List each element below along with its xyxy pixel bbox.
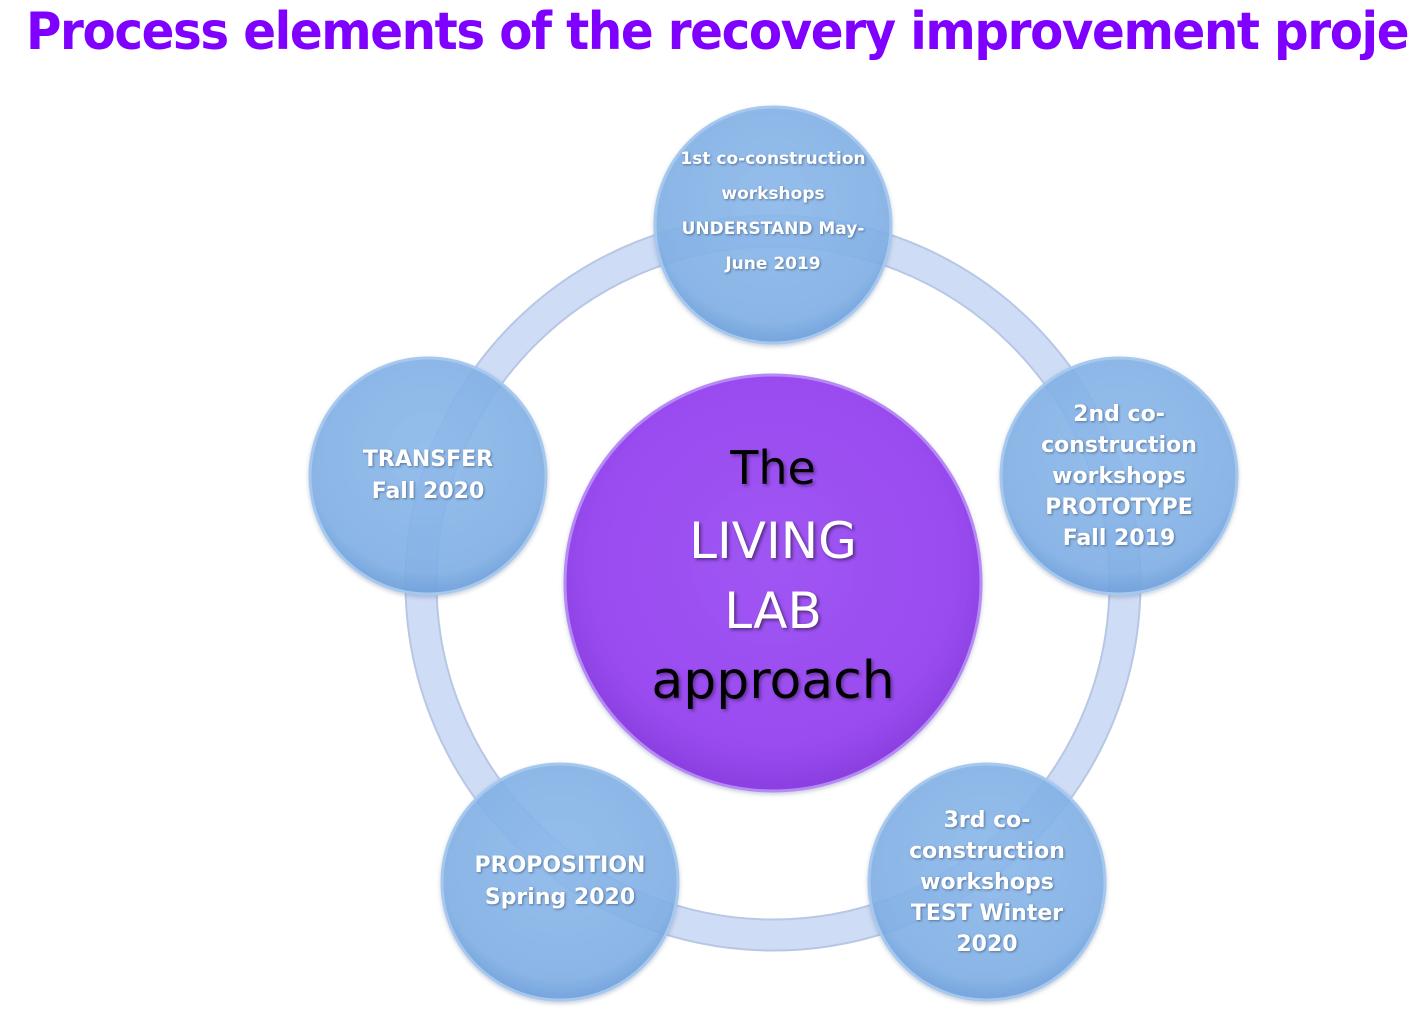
page-title: Process elements of the recovery improve… — [26, 2, 1409, 62]
stage-circle-prototype — [999, 356, 1239, 596]
stage-circle-transfer — [308, 356, 548, 596]
stage-circle-understand — [653, 105, 893, 345]
stage-circle-proposition — [440, 762, 680, 1002]
center-circle — [563, 373, 983, 793]
stage-circle-test — [867, 762, 1107, 1002]
